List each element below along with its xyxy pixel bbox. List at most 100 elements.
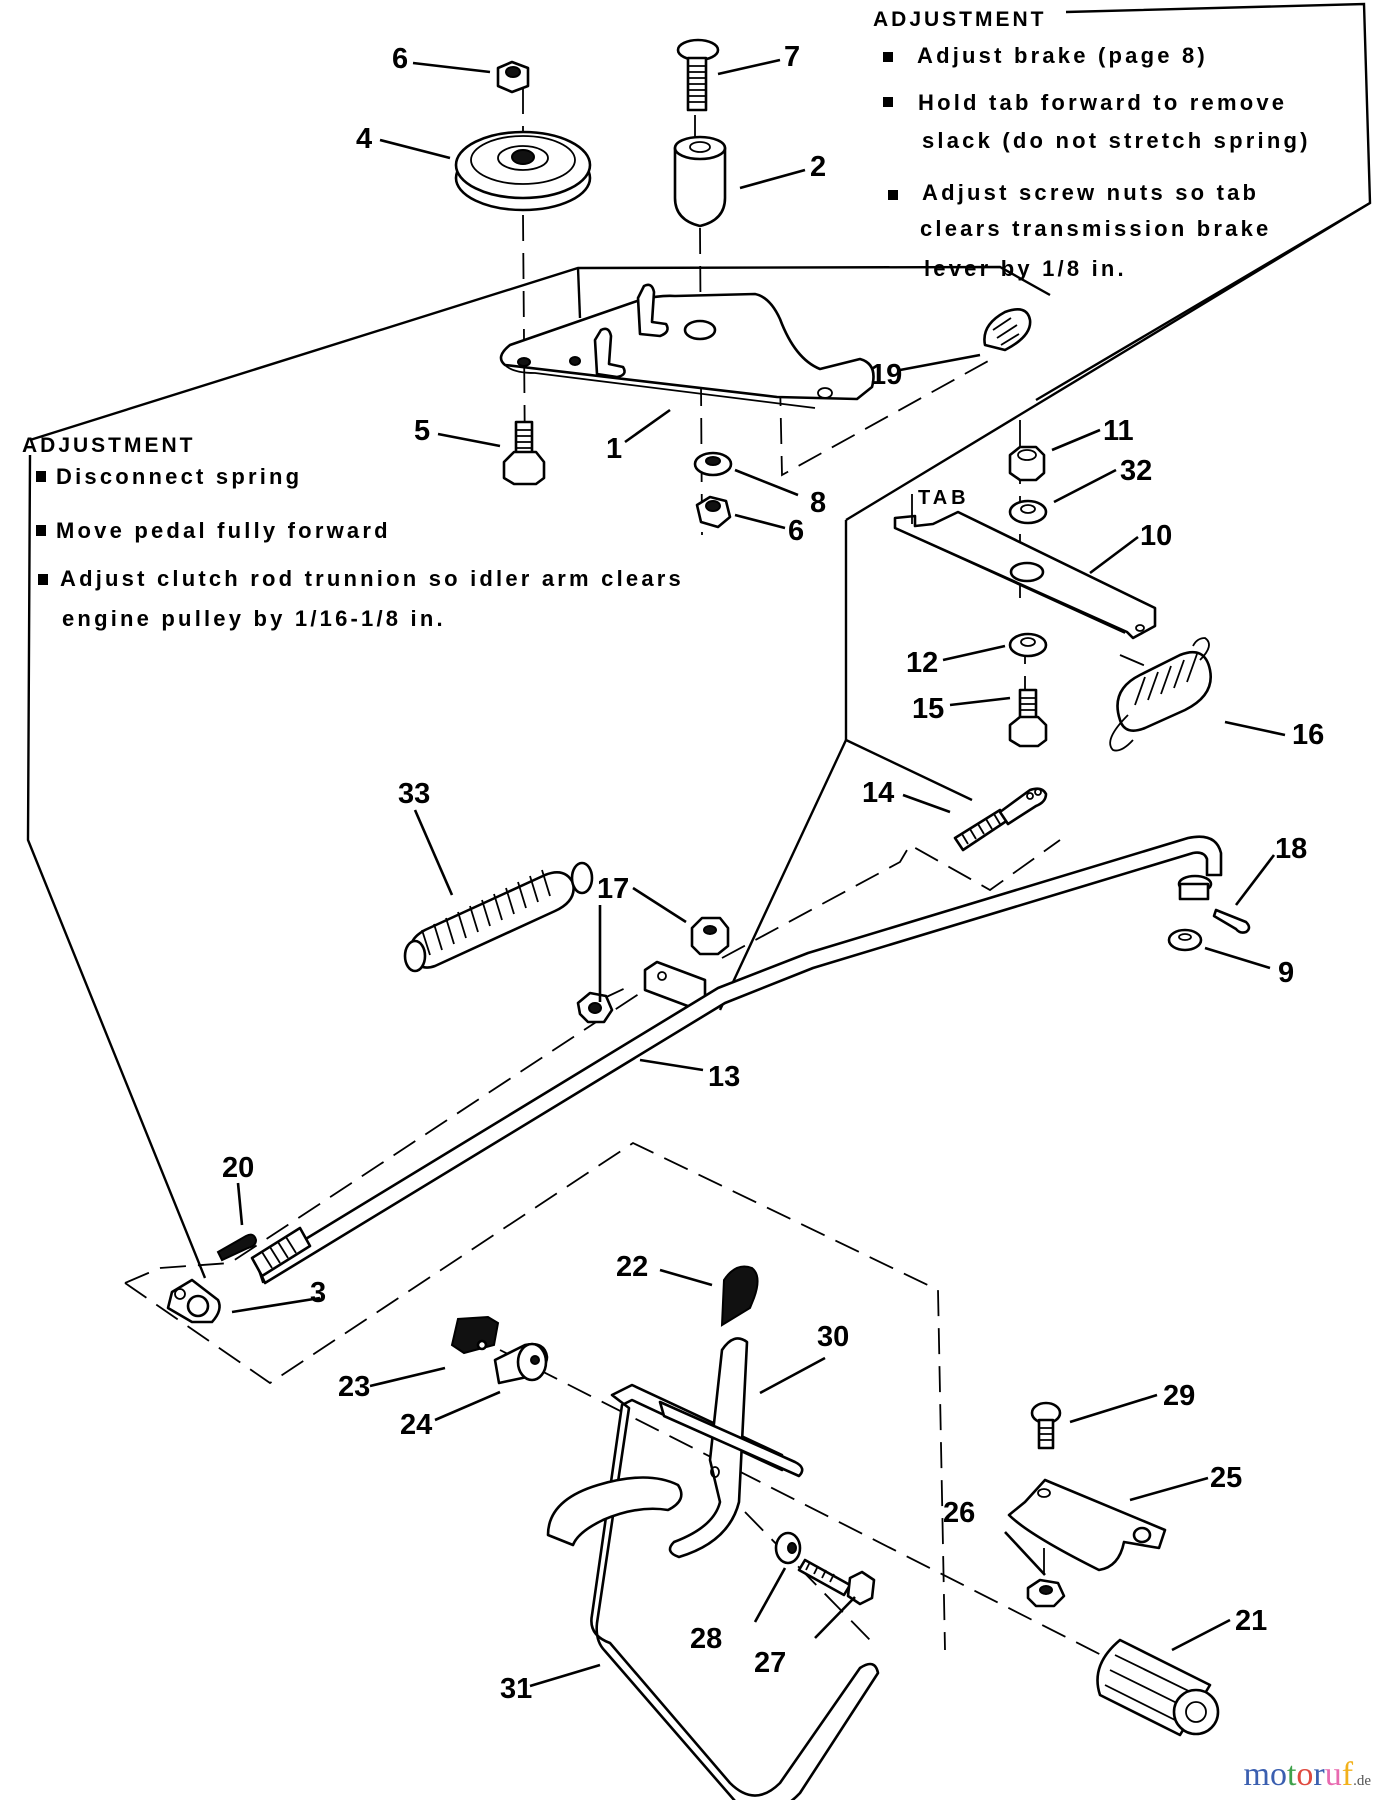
watermark-logo: motoruf.de: [1244, 1756, 1371, 1794]
trunnion-icon[interactable]: [166, 1278, 221, 1324]
adjustment-note-left: ADJUSTMENT Disconnect spring Move pedal …: [22, 434, 684, 631]
watermark-name: motoruf: [1244, 1756, 1354, 1793]
extension-spring-icon[interactable]: [1109, 637, 1213, 752]
callout-20: 20: [222, 1152, 254, 1184]
adjustment-item: Disconnect spring: [56, 464, 302, 489]
watermark-letter: f: [1341, 1756, 1354, 1793]
watermark-letter: u: [1324, 1756, 1342, 1793]
hex-nut-icon[interactable]: [576, 991, 614, 1024]
callout-28: 28: [690, 1623, 722, 1655]
bullet-icon: [38, 574, 48, 585]
bullet-icon: [888, 190, 898, 200]
watermark-letter: r: [1313, 1756, 1325, 1793]
adjustment-frame-top-link: [844, 201, 1371, 740]
washer-icon[interactable]: [774, 1531, 802, 1565]
callout-6-lower: 6: [788, 515, 804, 547]
carriage-bolt-icon[interactable]: [1030, 1401, 1062, 1450]
callout-12: 12: [906, 647, 938, 679]
hex-nut-icon[interactable]: [496, 60, 530, 94]
callout-5: 5: [414, 415, 430, 447]
callout-32: 32: [1120, 455, 1152, 487]
watermark-suffix: .de: [1353, 1773, 1371, 1789]
watermark-letter: t: [1286, 1756, 1297, 1793]
callout-1: 1: [606, 433, 622, 465]
callout-3: 3: [310, 1277, 326, 1309]
adjustment-item: lever by 1/8 in.: [924, 256, 1127, 281]
bolt-icon[interactable]: [797, 1558, 876, 1606]
adjustment-item: clears transmission brake: [920, 216, 1271, 241]
callout-26: 26: [943, 1497, 975, 1529]
adjustment-item: engine pulley by 1/16-1/8 in.: [62, 606, 446, 631]
cotter-pin-icon[interactable]: [1212, 908, 1251, 934]
bushing-icon[interactable]: [493, 1342, 549, 1385]
callout-9: 9: [1278, 957, 1294, 989]
callout-16: 16: [1292, 719, 1324, 751]
bullet-icon: [36, 471, 46, 482]
callout-33: 33: [398, 778, 430, 810]
callout-15: 15: [912, 693, 944, 725]
adjustment-frame-top: [1035, 2, 1372, 402]
clutch-rod-icon[interactable]: [250, 835, 1223, 1285]
callout-27: 27: [754, 1647, 786, 1679]
adjustment-note-top: ADJUSTMENT Adjust brake (page 8) Hold ta…: [873, 8, 1311, 281]
pedal-arm-icon[interactable]: [658, 1337, 804, 1559]
callout-31: 31: [500, 1673, 532, 1705]
watermark-letter: o: [1269, 1756, 1287, 1793]
adjustment-heading: ADJUSTMENT: [22, 434, 196, 457]
adjustment-item: Hold tab forward to remove: [918, 90, 1287, 115]
watermark-letter: o: [1296, 1756, 1314, 1793]
callout-23: 23: [338, 1371, 370, 1403]
washer-icon[interactable]: [1167, 928, 1203, 952]
washer-icon[interactable]: [693, 451, 733, 477]
pad-icon[interactable]: [720, 1265, 759, 1327]
bullet-icon: [883, 52, 893, 62]
leader-lines: [231, 58, 1286, 1688]
callout-22: 22: [616, 1251, 648, 1283]
pedal-lever-icon[interactable]: [546, 1383, 880, 1800]
adjustment-frame-left: [26, 265, 1051, 1279]
bracket-icon[interactable]: [1007, 1478, 1167, 1572]
callout-8: 8: [810, 487, 826, 519]
cotter-pin-icon[interactable]: [216, 1233, 258, 1262]
brake-tab-bracket-icon[interactable]: [893, 494, 1157, 640]
tab-label: TAB: [918, 487, 970, 509]
callout-30: 30: [817, 1321, 849, 1353]
washer-icon[interactable]: [1008, 499, 1048, 525]
adjustment-item: Adjust screw nuts so tab: [922, 180, 1259, 205]
callout-4: 4: [356, 123, 372, 155]
callout-18: 18: [1275, 833, 1307, 865]
idler-arm-bracket-icon[interactable]: [499, 283, 875, 409]
adjustment-item: Adjust brake (page 8): [917, 43, 1208, 68]
hex-nut-icon[interactable]: [1026, 1578, 1066, 1608]
brake-rod-end-icon[interactable]: [953, 787, 1048, 852]
hex-nut-icon[interactable]: [1008, 445, 1046, 482]
adjustment-item: slack (do not stretch spring): [922, 128, 1311, 153]
bullet-icon: [36, 525, 46, 536]
callout-21: 21: [1235, 1605, 1267, 1637]
adjustment-item: Move pedal fully forward: [56, 518, 391, 543]
bullet-icon: [883, 97, 893, 107]
callout-19: 19: [870, 359, 902, 391]
pedal-pad-icon[interactable]: [1096, 1638, 1220, 1737]
hex-nut-icon[interactable]: [690, 916, 730, 956]
callout-11: 11: [1103, 415, 1134, 447]
hex-nut-icon[interactable]: [695, 495, 732, 529]
bolt-icon[interactable]: [502, 420, 546, 486]
adjustment-heading: ADJUSTMENT: [873, 8, 1047, 31]
extension-spring-icon[interactable]: [403, 861, 594, 973]
spacer-icon[interactable]: [673, 135, 727, 228]
adjustment-item: Adjust clutch rod trunnion so idler arm …: [60, 566, 684, 591]
bolt-icon[interactable]: [1008, 688, 1048, 748]
callout-25: 25: [1210, 1462, 1242, 1494]
clip-icon[interactable]: [450, 1315, 500, 1355]
callout-7: 7: [784, 41, 800, 73]
watermark-letter: m: [1243, 1756, 1270, 1793]
spring-icon[interactable]: [983, 308, 1032, 352]
callout-14: 14: [862, 777, 894, 809]
washer-icon[interactable]: [1008, 632, 1048, 658]
carriage-bolt-icon[interactable]: [676, 38, 720, 112]
callout-13: 13: [708, 1061, 740, 1093]
callout-2: 2: [810, 151, 826, 183]
idler-pulley-icon[interactable]: [454, 130, 592, 212]
